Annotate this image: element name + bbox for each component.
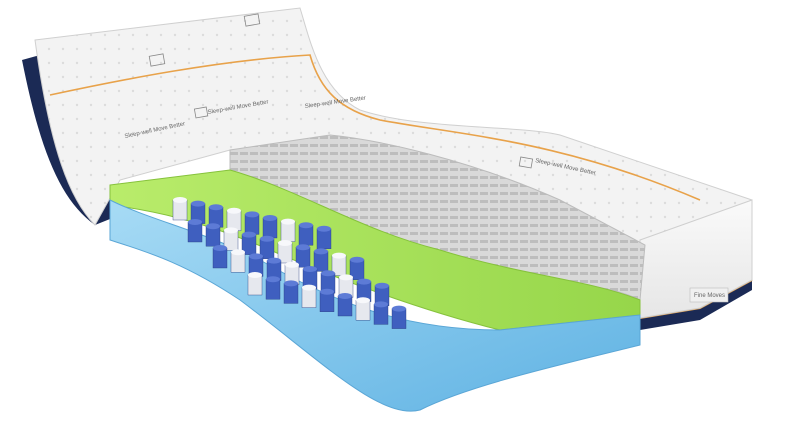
pocket-spring-top <box>245 211 259 218</box>
pocket-spring-top <box>357 278 371 285</box>
side-label: Fine Moves <box>694 293 725 299</box>
pocket-spring-top <box>339 274 353 281</box>
pocket-spring-top <box>267 257 281 264</box>
pocket-spring-top <box>266 276 280 283</box>
pocket-spring-top <box>209 204 223 211</box>
pocket-spring-top <box>281 218 295 225</box>
pocket-spring-top <box>302 284 316 291</box>
side-tag <box>689 287 729 303</box>
pocket-spring-top <box>392 305 406 312</box>
orange-piping <box>49 54 701 201</box>
pocket-spring-top <box>338 293 352 299</box>
quilt-logo <box>148 13 534 169</box>
mattress-border-right <box>640 280 752 330</box>
pocket-spring-top <box>284 280 298 287</box>
pocket-spring-top <box>224 227 238 234</box>
pocket-spring-top <box>317 225 331 232</box>
pocket-spring-top <box>260 235 274 242</box>
pocket-springs <box>172 197 407 329</box>
pocket-spring-top <box>332 252 346 259</box>
pocket-spring-top <box>213 245 227 251</box>
pocket-spring-top <box>285 261 299 268</box>
pocket-spring-top <box>320 288 334 295</box>
pocket-spring-top <box>249 253 263 260</box>
pocket-spring-top <box>227 207 241 214</box>
pocket-spring-top <box>299 222 313 229</box>
pocket-spring-top <box>278 240 292 246</box>
pocket-spring-top <box>375 282 389 289</box>
pocket-spring-top <box>173 197 187 203</box>
pocket-spring-top <box>206 223 220 230</box>
pocket-spring-top <box>191 200 205 207</box>
pocket-spring-top <box>242 231 256 238</box>
pocket-spring-top <box>314 248 328 255</box>
pocket-spring-top <box>188 219 202 225</box>
pocket-spring-top <box>248 272 262 278</box>
pocket-spring-top <box>374 301 388 308</box>
pocket-spring-top <box>231 249 245 256</box>
pocket-spring-top <box>356 297 370 304</box>
pocket-spring-top <box>263 215 277 221</box>
pocket-spring-top <box>350 256 364 263</box>
pocket-spring-top <box>321 270 335 277</box>
pocket-spring-top <box>303 266 317 272</box>
pocket-spring-top <box>296 244 310 251</box>
